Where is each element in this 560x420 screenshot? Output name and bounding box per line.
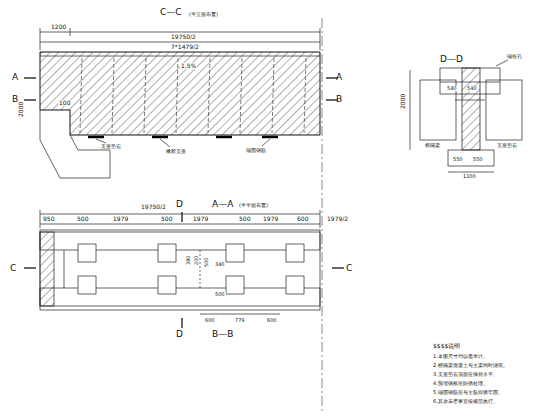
- dimension-label: 600: [296, 216, 309, 222]
- dimension-label: 19750/2: [170, 34, 197, 40]
- section-mark: D: [176, 200, 183, 209]
- dimension-label: (半平面布置): [238, 203, 269, 208]
- dimension-label: 锚栓孔: [506, 54, 523, 59]
- dimension-label: 500: [238, 216, 251, 222]
- dimension-label: 1979: [262, 216, 279, 222]
- dimension-label: 支座垫石: [496, 143, 518, 148]
- section-mark: A: [12, 73, 18, 82]
- section-mark: B—B: [212, 330, 233, 339]
- dimension-label: 7*1479/2: [170, 44, 200, 50]
- dimension-label: 600: [204, 318, 216, 323]
- note-text: 2.横隔梁混凝土与主梁同时浇筑。: [432, 363, 509, 368]
- dimension-label: 1979: [192, 216, 209, 222]
- dimension-label: 19750/2: [140, 204, 167, 210]
- dimension-label: 550: [472, 157, 484, 162]
- section-mark: B: [336, 95, 342, 104]
- section-mark: C: [10, 264, 16, 273]
- dimension-label: 340: [214, 262, 226, 267]
- dimension-label: 500: [76, 216, 89, 222]
- dimension-label: (半立面布置): [188, 12, 219, 17]
- dimension-label: 779: [234, 318, 246, 323]
- section-mark: D: [176, 330, 183, 339]
- dimension-label: 1.5%: [180, 63, 197, 69]
- section-mark: A—A: [212, 200, 233, 209]
- dimension-label: 500: [214, 292, 226, 297]
- dimension-label: 锚固钢筋: [245, 148, 267, 153]
- dimension-label: 橡胶支座: [165, 149, 187, 154]
- dimension-label: 1200: [50, 24, 67, 30]
- dimension-label: 横隔梁: [424, 143, 441, 148]
- note-text: 3.支座垫石顶面应保持水平。: [432, 372, 499, 377]
- dimension-label: 200: [194, 254, 199, 266]
- section-mark: D—D: [440, 55, 463, 64]
- dimension-label: 支座垫石: [100, 144, 122, 149]
- dimension-label: 550: [452, 157, 464, 162]
- dimension-label: 950: [42, 216, 55, 222]
- section-mark: C—C: [160, 8, 182, 17]
- section-mark: A: [336, 73, 342, 82]
- dimension-label: 500: [160, 216, 173, 222]
- dimension-label: 500: [204, 256, 209, 268]
- dimension-label: 1979/2: [326, 216, 349, 222]
- dimension-label: 380: [186, 254, 191, 266]
- dimension-label: 540: [446, 86, 458, 91]
- note-text: 4.预埋钢板应防锈处理。: [432, 381, 489, 386]
- dimension-label: 2000: [400, 93, 406, 110]
- note-text: 5.锚固钢筋应与主筋焊接牢固。: [432, 390, 504, 395]
- dimension-label: 2000: [18, 101, 24, 118]
- dimension-label: 1979: [112, 216, 129, 222]
- note-text: 6.其余未尽事宜按规范执行。: [432, 399, 499, 404]
- dimension-label: 540: [466, 86, 478, 91]
- note-text: 1.本图尺寸均以毫米计。: [432, 354, 489, 359]
- section-mark: C: [346, 264, 352, 273]
- note-text: $$$$说明: [432, 343, 461, 349]
- dimension-label: 600: [266, 318, 278, 323]
- dimension-label: 100: [58, 100, 71, 106]
- dimension-label: 1100: [462, 174, 477, 179]
